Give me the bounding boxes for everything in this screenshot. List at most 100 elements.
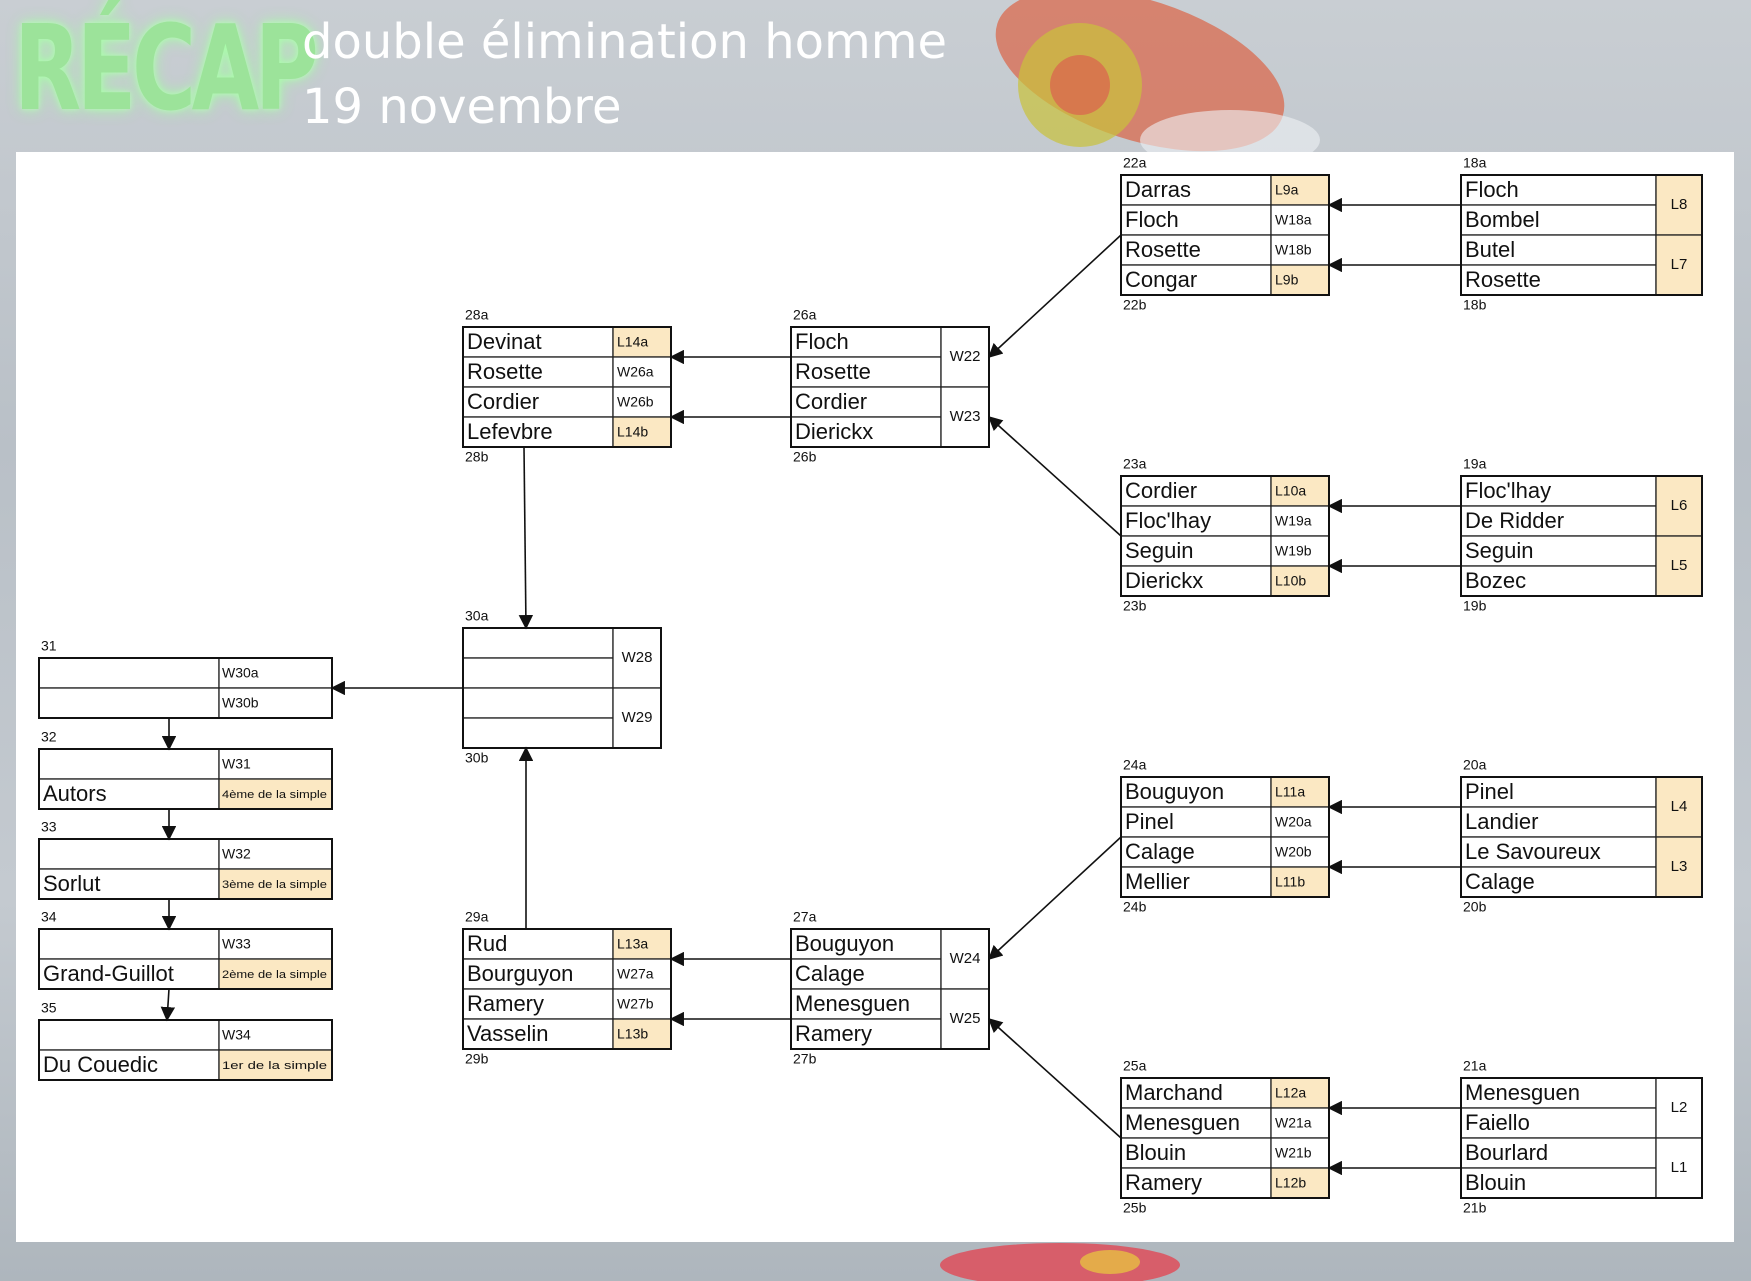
seed-tag-cell	[612, 627, 662, 689]
match-box	[38, 748, 333, 810]
player-name: Floc'lhay	[1125, 508, 1211, 533]
seed-tag: W18a	[1275, 212, 1312, 228]
player-name: Rosette	[795, 359, 871, 384]
seed-tag: L10a	[1275, 483, 1306, 499]
player-cell	[1120, 1077, 1272, 1109]
seed-tag: W22	[950, 348, 981, 365]
seed-tag-cell	[1655, 1077, 1703, 1139]
player-name: Devinat	[467, 329, 542, 354]
player-name: Du Couedic	[43, 1052, 158, 1077]
player-cell	[462, 988, 614, 1020]
recap-title: RÉCAP	[14, 0, 319, 137]
player-cell	[1460, 1167, 1657, 1199]
player-cell	[1120, 264, 1272, 296]
player-cell	[462, 717, 614, 749]
match-label: 18b	[1463, 297, 1487, 313]
match-label: 21b	[1463, 1200, 1487, 1216]
player-cell	[1120, 1107, 1272, 1139]
seed-tag: 3ème de la simple	[222, 879, 327, 891]
match-label: 22a	[1123, 155, 1147, 171]
seed-tag: W18b	[1275, 242, 1312, 258]
seed-tag: W19a	[1275, 513, 1312, 529]
seed-tag: L3	[1671, 858, 1688, 875]
player-name: Le Savoureux	[1465, 839, 1601, 864]
player-cell	[462, 1018, 614, 1050]
player-name: Rosette	[1465, 267, 1541, 292]
player-name: Grand-Guillot	[43, 961, 174, 986]
player-cell	[38, 748, 220, 780]
match-box	[1460, 776, 1703, 898]
player-cell	[462, 657, 614, 689]
player-cell	[38, 687, 220, 719]
seed-tag: W26b	[617, 394, 654, 410]
player-name: Calage	[1125, 839, 1195, 864]
seed-tag: W34	[222, 1027, 251, 1043]
seed-tag-cell	[612, 958, 672, 990]
seed-tag: L14b	[617, 424, 648, 440]
seed-tag: L11a	[1275, 784, 1305, 800]
header-event-name: double élimination homme	[302, 14, 948, 70]
player-cell	[1460, 806, 1657, 838]
player-name: Bouguyon	[795, 931, 894, 956]
match-box	[1460, 1077, 1703, 1199]
seed-tag: W20b	[1275, 844, 1312, 860]
match-label: 24a	[1123, 757, 1147, 773]
match-box	[38, 928, 333, 990]
seed-tag-cell	[1655, 535, 1703, 597]
player-name: Menesguen	[1125, 1110, 1240, 1135]
seed-tag: L8	[1671, 196, 1688, 213]
seed-tag: L13b	[617, 1026, 648, 1042]
match-label: 28a	[465, 307, 489, 323]
seed-tag-cell	[1270, 1077, 1330, 1109]
match-box	[1460, 475, 1703, 597]
seed-tag-cell	[218, 868, 333, 900]
seed-tag: L1	[1671, 1159, 1688, 1176]
player-name: Bourlard	[1465, 1140, 1548, 1165]
match-label: 26b	[793, 449, 817, 465]
player-cell	[462, 356, 614, 388]
player-name: Rud	[467, 931, 507, 956]
player-name: Floc'lhay	[1465, 478, 1551, 503]
player-name: Rosette	[467, 359, 543, 384]
player-name: Ramery	[1125, 1170, 1202, 1195]
seed-tag: W21b	[1275, 1145, 1312, 1161]
player-name: Marchand	[1125, 1080, 1223, 1105]
match-label: 18a	[1463, 155, 1487, 171]
connector-arrow	[987, 1018, 1122, 1139]
match-label: 27b	[793, 1051, 817, 1067]
player-cell	[1120, 565, 1272, 597]
player-name: Bouguyon	[1125, 779, 1224, 804]
seed-tag: L7	[1671, 256, 1688, 273]
player-name: Floch	[1125, 207, 1179, 232]
player-name: Faiello	[1465, 1110, 1530, 1135]
player-cell	[1120, 776, 1272, 808]
seed-tag: 1er de la simple	[222, 1060, 327, 1072]
match-box	[790, 326, 990, 448]
match-box	[790, 928, 990, 1050]
player-name: Dierickx	[1125, 568, 1203, 593]
player-name: Bourguyon	[467, 961, 573, 986]
player-name: Seguin	[1125, 538, 1194, 563]
match-box	[462, 326, 672, 448]
match-label: 26a	[793, 307, 817, 323]
seed-tag: L12a	[1275, 1085, 1306, 1101]
match-label: 20b	[1463, 899, 1487, 915]
match-label: 25b	[1123, 1200, 1147, 1216]
seed-tag: L9b	[1275, 272, 1299, 288]
player-name: Cordier	[467, 389, 539, 414]
match-label: 33	[41, 819, 57, 835]
seed-tag: L2	[1671, 1099, 1688, 1116]
player-name: Floch	[1465, 177, 1519, 202]
player-name: Vasselin	[467, 1021, 549, 1046]
seed-tag: W25	[950, 1010, 981, 1027]
player-cell	[1460, 1137, 1657, 1169]
seed-tag: L4	[1671, 798, 1688, 815]
seed-tag: L11b	[1275, 874, 1305, 890]
player-name: Blouin	[1465, 1170, 1526, 1195]
player-cell	[1460, 234, 1657, 266]
player-name: Ramery	[795, 1021, 872, 1046]
seed-tag: 2ème de la simple	[222, 969, 327, 981]
match-label: 23b	[1123, 598, 1147, 614]
seed-tag-cell	[1655, 1137, 1703, 1199]
